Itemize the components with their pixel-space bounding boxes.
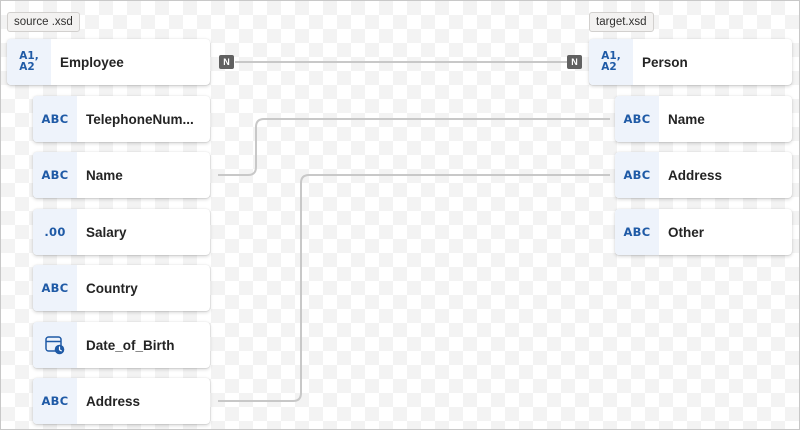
target-repeat-badge: N bbox=[567, 55, 582, 69]
target-field-label: Address bbox=[668, 167, 723, 183]
source-field-label: Name bbox=[86, 167, 123, 183]
source-field-country[interactable]: ABC Country bbox=[33, 265, 210, 311]
source-repeat-badge: N bbox=[219, 55, 234, 69]
source-field-date-of-birth[interactable]: Date_of_Birth bbox=[33, 322, 210, 368]
a1-a2-icon: A1,A2 bbox=[7, 39, 51, 85]
link-name-name bbox=[218, 118, 610, 176]
decimal-type-icon: .00 bbox=[33, 209, 77, 255]
source-field-label: Address bbox=[86, 393, 141, 409]
source-schema-tag: source .xsd bbox=[7, 12, 80, 32]
source-field-address[interactable]: ABC Address bbox=[33, 378, 210, 424]
target-schema-tag: target.xsd bbox=[589, 12, 654, 32]
a1-a2-icon: A1,A2 bbox=[589, 39, 633, 85]
source-field-label: TelephoneNum... bbox=[86, 111, 194, 127]
source-root-employee[interactable]: A1,A2 Employee bbox=[7, 39, 210, 85]
target-field-name[interactable]: ABC Name bbox=[615, 96, 792, 142]
source-field-label: Country bbox=[86, 280, 138, 296]
source-field-label: Date_of_Birth bbox=[86, 337, 175, 353]
source-root-label: Employee bbox=[60, 54, 124, 70]
string-type-icon: ABC bbox=[615, 209, 659, 255]
string-type-icon: ABC bbox=[615, 152, 659, 198]
string-type-icon: ABC bbox=[615, 96, 659, 142]
target-field-other[interactable]: ABC Other bbox=[615, 209, 792, 255]
target-root-person[interactable]: A1,A2 Person bbox=[589, 39, 792, 85]
source-field-name[interactable]: ABC Name bbox=[33, 152, 210, 198]
source-field-telephonenumber[interactable]: ABC TelephoneNum... bbox=[33, 96, 210, 142]
string-type-icon: ABC bbox=[33, 378, 77, 424]
string-type-icon: ABC bbox=[33, 152, 77, 198]
target-field-address[interactable]: ABC Address bbox=[615, 152, 792, 198]
target-root-label: Person bbox=[642, 54, 688, 70]
link-address-address bbox=[218, 174, 610, 402]
calendar-clock-icon bbox=[33, 322, 77, 368]
target-field-label: Other bbox=[668, 224, 705, 240]
string-type-icon: ABC bbox=[33, 96, 77, 142]
source-field-salary[interactable]: .00 Salary bbox=[33, 209, 210, 255]
target-field-label: Name bbox=[668, 111, 705, 127]
string-type-icon: ABC bbox=[33, 265, 77, 311]
source-field-label: Salary bbox=[86, 224, 127, 240]
